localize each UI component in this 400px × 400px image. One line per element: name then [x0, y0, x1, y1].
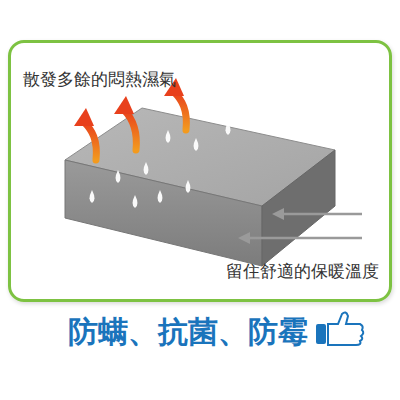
panel-text: 留住舒適的保暖溫度: [226, 261, 379, 281]
feature-panel: 散發多餘的悶熱濕氣留住舒適的保暖溫度: [8, 40, 392, 302]
panel-text: 散發多餘的悶熱濕氣: [23, 69, 176, 89]
thumbs-up-icon: [316, 312, 363, 345]
slogan-text: 防螨、抗菌、防霉: [68, 314, 308, 350]
